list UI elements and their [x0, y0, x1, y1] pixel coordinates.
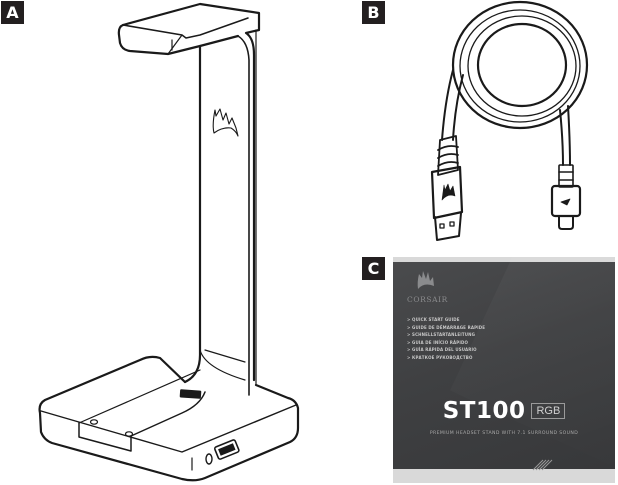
item-label-b: B [362, 1, 385, 24]
stand-base [38, 355, 300, 482]
audio-jack [205, 453, 213, 465]
micro-usb-connector [550, 184, 582, 218]
corsair-logo-micro [560, 198, 571, 206]
cover-language-item: > GUIDE DE DÉMARRAGE RAPIDE [407, 324, 486, 330]
cover-language-list: > QUICK START GUIDE > GUIDE DE DÉMARRAGE… [407, 316, 485, 362]
usb-a-connector [430, 165, 464, 220]
cover-language-item: > QUICK START GUIDE [407, 317, 460, 322]
usb-cable-illustration [430, 0, 589, 241]
item-label-c: C [362, 257, 385, 280]
cover-language-item: > GUIA DE INÍCIO RÁPIDO [407, 339, 469, 345]
cover-dark-panel: CORSAIR > QUICK START GUIDE > GUIDE DE D… [393, 262, 615, 469]
cover-subtitle: PREMIUM HEADSET STAND WITH 7.1 SURROUND … [429, 431, 579, 436]
cover-stripes-decoration [532, 459, 553, 471]
cover-language-item: > КРАТКОЕ РУКОВОДСТВО [407, 354, 473, 360]
quick-start-guide-cover: CORSAIR > QUICK START GUIDE > GUIDE DE D… [393, 257, 615, 483]
cover-brand-name: CORSAIR [407, 295, 448, 304]
usb-port [213, 439, 240, 460]
headset-stand-illustration [38, 2, 300, 482]
stand-column [183, 44, 202, 384]
cover-model-name: ST100 [442, 398, 526, 424]
sensor-slot [179, 389, 202, 399]
item-label-a: A [1, 1, 24, 24]
cover-rgb-badge: RGB [531, 403, 566, 419]
stand-hanger [121, 2, 261, 382]
cover-title-row: ST100 RGB [393, 398, 615, 424]
corsair-logo-icon [417, 271, 434, 289]
cover-language-item: > GUÍA RÁPIDA DEL USUARIO [407, 347, 477, 353]
corsair-logo-usb [441, 183, 456, 201]
cover-language-item: > SCHNELLSTARTANLEITUNG [407, 332, 476, 338]
corsair-sails-logo [212, 108, 239, 137]
